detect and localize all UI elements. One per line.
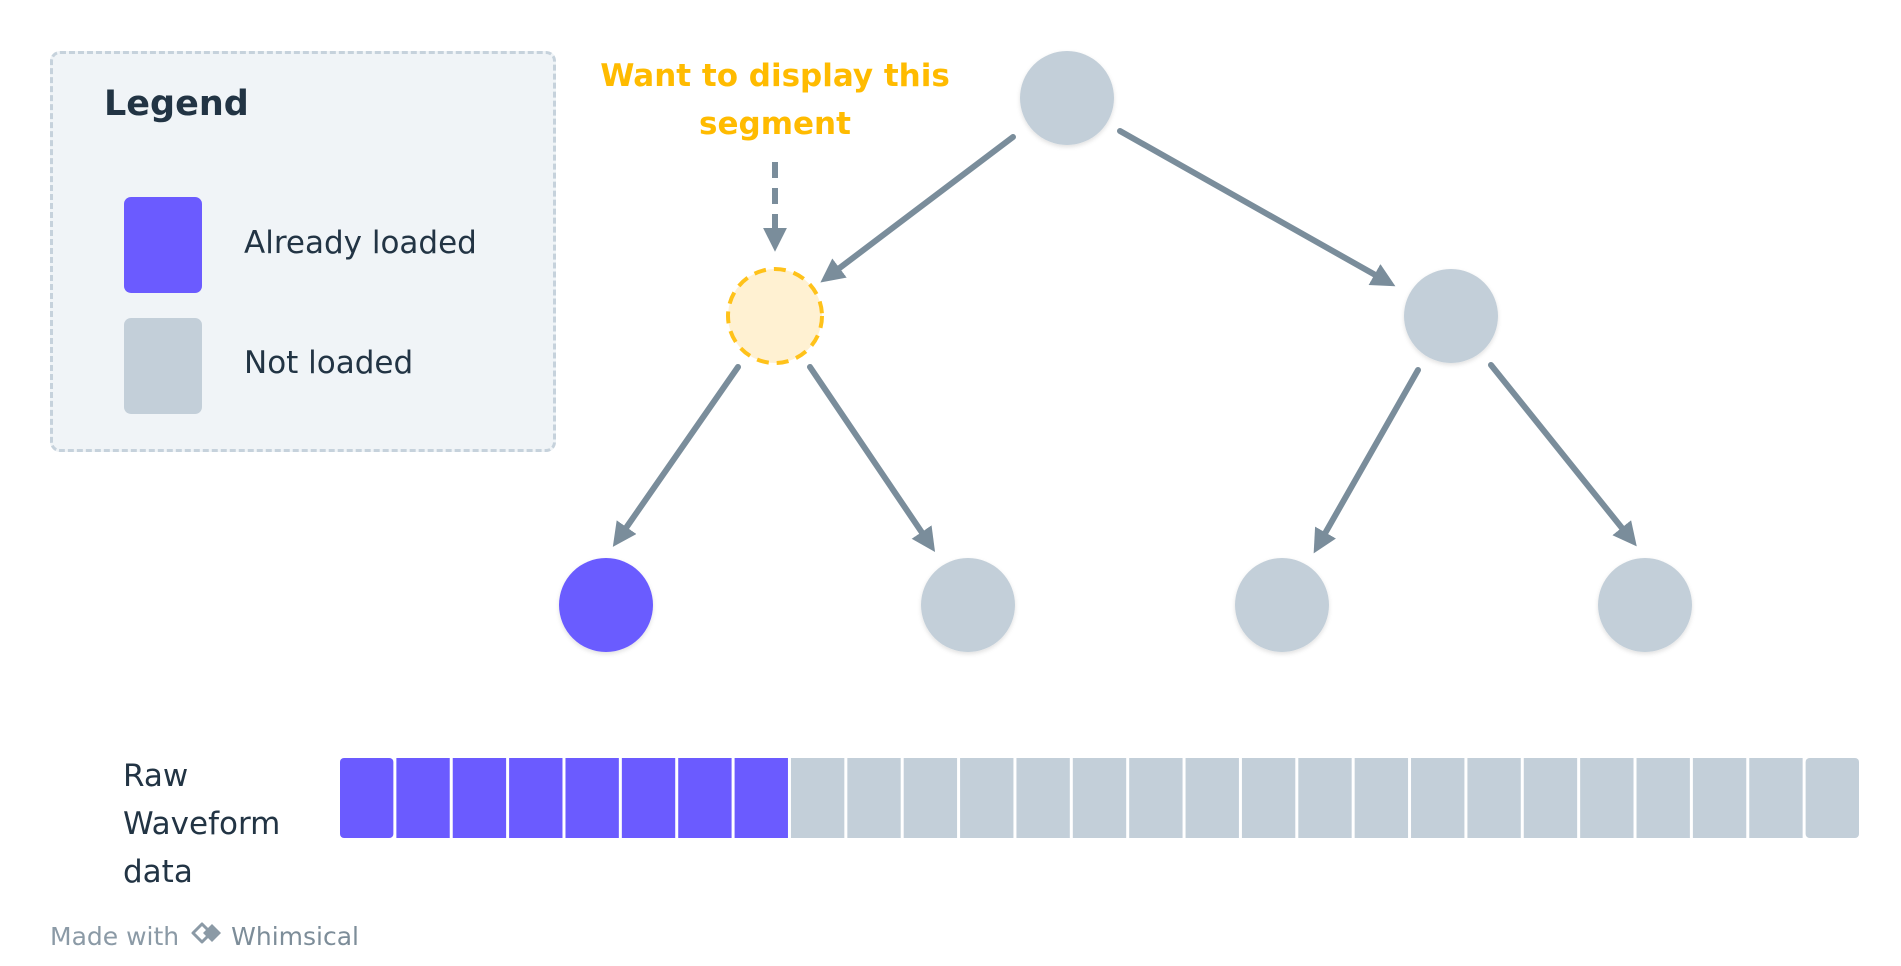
waveform-segment-not-loaded bbox=[1467, 758, 1521, 838]
waveform-segment-not-loaded bbox=[1241, 758, 1296, 838]
legend-swatch-loaded bbox=[124, 197, 202, 293]
whimsical-logo-icon bbox=[189, 920, 225, 952]
waveform-segment-loaded bbox=[452, 758, 507, 838]
waveform-segment-loaded bbox=[621, 758, 676, 838]
waveform-segment-not-loaded bbox=[960, 758, 1014, 838]
waveform-segment-not-loaded bbox=[1523, 758, 1578, 838]
waveform-bar bbox=[340, 758, 1859, 838]
waveform-segment-not-loaded bbox=[847, 758, 901, 838]
waveform-segment-not-loaded bbox=[1016, 758, 1070, 838]
footer-attribution: Made with Whimsical bbox=[50, 920, 359, 952]
tree-node-not-loaded bbox=[921, 558, 1015, 652]
tree-edges bbox=[612, 128, 1637, 554]
waveform-segment-not-loaded bbox=[1692, 758, 1747, 838]
waveform-segment-not-loaded bbox=[1298, 758, 1352, 838]
waveform-segment-loaded bbox=[734, 758, 788, 838]
waveform-segment-not-loaded bbox=[1411, 758, 1465, 838]
edge-arrow-2 bbox=[1117, 128, 1396, 287]
legend-label-loaded: Already loaded bbox=[244, 225, 477, 261]
footer-made-with: Made with bbox=[50, 921, 180, 951]
edge-arrow-3 bbox=[612, 364, 741, 547]
tree-node-loaded bbox=[559, 558, 653, 652]
waveform-segment-not-loaded bbox=[903, 758, 958, 838]
callout-label: Want to display this segment bbox=[600, 58, 950, 142]
waveform-segment-loaded bbox=[509, 758, 563, 838]
legend-swatch-not-loaded bbox=[124, 318, 202, 414]
tree-node-not-loaded bbox=[1404, 269, 1498, 363]
waveform-segment-not-loaded bbox=[1580, 758, 1634, 838]
tree-node-not-loaded bbox=[1235, 558, 1329, 652]
waveform-segment-not-loaded bbox=[1129, 758, 1183, 838]
edge-arrow-6 bbox=[1488, 362, 1637, 547]
waveform-segment-loaded bbox=[340, 758, 394, 838]
waveform-label: Raw Waveform data bbox=[123, 758, 281, 890]
waveform-segment-not-loaded bbox=[1805, 758, 1859, 838]
waveform-segment-not-loaded bbox=[1354, 758, 1409, 838]
waveform-segment-not-loaded bbox=[1749, 758, 1803, 838]
waveform-segment-not-loaded bbox=[1185, 758, 1239, 838]
tree-node-not-loaded bbox=[1020, 51, 1114, 145]
legend-label-not-loaded: Not loaded bbox=[244, 345, 414, 381]
legend-title: Legend bbox=[104, 84, 249, 124]
waveform-segment-loaded bbox=[565, 758, 619, 838]
edge-arrow-1 bbox=[820, 134, 1016, 283]
legend-panel: Legend Already loaded Not loaded bbox=[50, 51, 556, 452]
waveform-segment-loaded bbox=[678, 758, 732, 838]
tree-nodes bbox=[559, 51, 1692, 652]
edge-arrow-4 bbox=[807, 364, 936, 552]
footer-brand: Whimsical bbox=[231, 921, 359, 951]
waveform-segment-not-loaded bbox=[1636, 758, 1690, 838]
tree-node-not-loaded bbox=[1598, 558, 1692, 652]
waveform-segment-loaded bbox=[396, 758, 450, 838]
edge-arrow-5 bbox=[1313, 367, 1421, 554]
waveform-segment-not-loaded bbox=[1072, 758, 1127, 838]
tree-node-target bbox=[726, 267, 824, 365]
waveform-segment-not-loaded bbox=[790, 758, 845, 838]
